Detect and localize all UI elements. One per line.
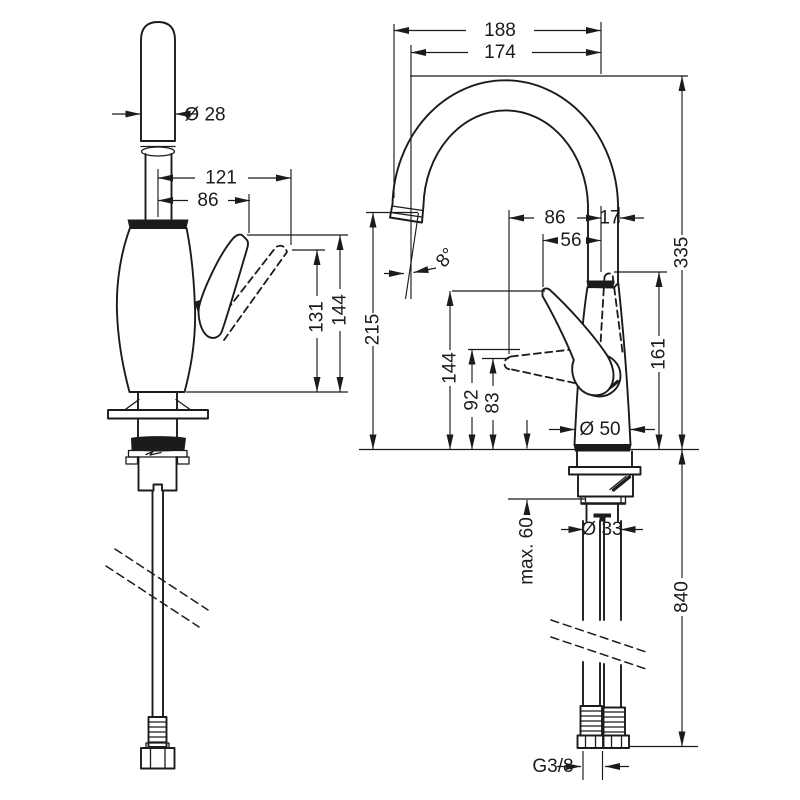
dim-label-dia-28: Ø 28	[184, 105, 225, 126]
dim-label-840: 840	[672, 581, 693, 613]
dim-188: 188	[394, 20, 601, 41]
dim-angle-8deg: 8°	[384, 212, 460, 300]
dim-label-dia-33: Ø 33	[581, 519, 622, 540]
dim-83: 83	[483, 358, 504, 450]
dim-56: 56	[543, 230, 601, 251]
dim-label-161: 161	[649, 338, 670, 370]
dim-86-right: 86	[509, 208, 601, 229]
dim-131: 131	[307, 250, 328, 392]
dim-label-86-left: 86	[197, 190, 218, 211]
left-handle-dashed-position	[212, 244, 288, 341]
g38-extension-lines	[582, 751, 604, 780]
right-base-mounting	[568, 450, 642, 522]
dim-label-144-right: 144	[440, 352, 461, 384]
dim-g38: G3/8	[532, 756, 629, 777]
dim-label-83: 83	[483, 392, 504, 413]
right-handle-solid	[541, 287, 615, 397]
dim-label-92: 92	[462, 389, 483, 410]
dim-label-131: 131	[307, 301, 328, 333]
dim-174: 174	[411, 42, 601, 63]
dim-label-max-60: max. 60	[517, 517, 538, 585]
left-dimensions: Ø 28 121 86 131 144	[112, 105, 351, 393]
right-reference-lines-top	[393, 22, 688, 299]
dim-335: 335	[672, 76, 693, 450]
right-dimensions: 188 174 86 17 56	[359, 20, 699, 780]
right-reference-lines	[359, 211, 699, 748]
right-gooseneck-spout	[389, 79, 619, 287]
dim-144-left: 144	[330, 235, 351, 392]
dim-label-174: 174	[484, 42, 516, 63]
dim-max-60: max. 60	[517, 420, 538, 585]
dim-840: 840	[672, 449, 693, 747]
left-hose-connector-nut	[140, 747, 176, 770]
right-handle-dashed-up-position	[599, 272, 624, 353]
dim-dia-28: Ø 28	[112, 105, 226, 126]
right-supply-hoses	[550, 520, 650, 749]
right-threaded-shank	[585, 503, 619, 522]
left-hose-break-lines	[105, 548, 209, 628]
right-base-lever-mark	[611, 475, 632, 492]
dim-label-dia-50: Ø 50	[579, 419, 620, 440]
left-base-escutcheon	[107, 392, 209, 492]
left-spout-column	[140, 21, 176, 220]
dim-label-144-left: 144	[330, 294, 351, 326]
dim-215: 215	[363, 212, 384, 450]
dim-label-215: 215	[363, 314, 384, 346]
left-supply-hose	[105, 489, 209, 770]
right-view: 188 174 86 17 56	[359, 20, 699, 780]
dim-86-left: 86	[158, 190, 250, 211]
right-hose-connector-nuts	[576, 734, 630, 749]
dim-label-121: 121	[205, 168, 237, 189]
dim-161: 161	[649, 272, 670, 450]
dim-dia-50: Ø 50	[549, 419, 655, 440]
dim-label-g38: G3/8	[532, 756, 573, 777]
dim-label-17: 17	[599, 208, 620, 229]
dim-144-right: 144	[440, 291, 461, 450]
dim-92: 92	[462, 349, 483, 450]
left-body	[115, 219, 197, 393]
dim-label-188: 188	[484, 20, 516, 41]
right-spout-joint-band	[586, 280, 615, 287]
dim-label-angle: 8°	[432, 244, 460, 271]
left-handle-solid	[197, 233, 249, 339]
dim-label-56: 56	[560, 230, 581, 251]
left-view: Ø 28 121 86 131 144	[105, 21, 351, 770]
dim-17: 17	[599, 208, 644, 229]
dim-dia-33: Ø 33	[561, 519, 643, 540]
right-hose-break-lines	[550, 619, 650, 671]
dim-label-335: 335	[672, 237, 693, 269]
dim-label-86-right: 86	[544, 208, 565, 229]
dim-121: 121	[158, 168, 291, 189]
